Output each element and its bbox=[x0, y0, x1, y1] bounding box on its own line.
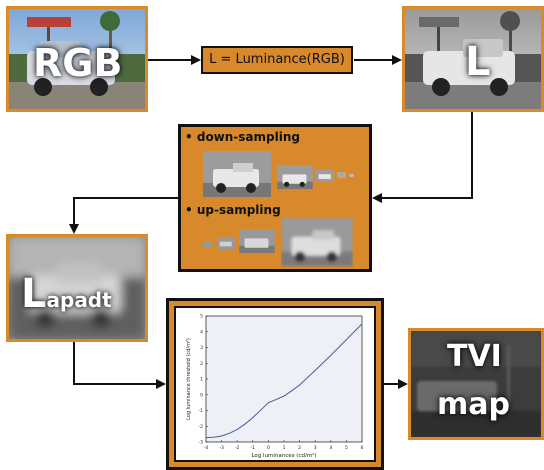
x-tick-label: 6 bbox=[361, 445, 364, 451]
y-tick-label: -3 bbox=[199, 440, 204, 446]
luminance-label: L bbox=[465, 39, 491, 85]
down-sample-level-1 bbox=[277, 165, 313, 189]
tvi-map-label-line1: TVI bbox=[447, 339, 502, 374]
x-tick-label: 3 bbox=[314, 445, 317, 451]
y-tick-label: 2 bbox=[200, 361, 203, 367]
x-tick-label: -3 bbox=[219, 445, 224, 451]
tvi-map-box: TVI map bbox=[408, 328, 544, 440]
y-tick-label: -1 bbox=[199, 408, 204, 414]
sampling-box: • down-sampling • up-sampling bbox=[178, 124, 372, 272]
up-sample-level-2 bbox=[239, 229, 275, 253]
luminance-image-box: L bbox=[402, 6, 544, 112]
down-sampling-label: • down-sampling bbox=[185, 130, 300, 144]
rgb-image-box: RGB bbox=[6, 6, 148, 112]
down-sample-level-0 bbox=[203, 151, 271, 197]
x-axis-label: Log luminances (cd/m²) bbox=[251, 452, 316, 459]
rgb-label: RGB bbox=[33, 41, 123, 85]
y-tick-label: 4 bbox=[200, 329, 203, 335]
luminance-formula-box: L = Luminance(RGB) bbox=[201, 46, 353, 74]
luminance-photo bbox=[405, 9, 541, 109]
y-tick-label: 5 bbox=[200, 314, 203, 320]
y-tick-label: -2 bbox=[199, 424, 204, 430]
plot-area bbox=[205, 315, 363, 443]
y-axis-label: Log luminance threshold (cd/m²) bbox=[186, 338, 192, 420]
adapted-luminance-main: L bbox=[21, 271, 47, 317]
tvi-curve bbox=[205, 323, 363, 439]
down-sample-level-2 bbox=[316, 169, 334, 182]
down-sample-level-3 bbox=[337, 172, 346, 178]
x-tick-label: 5 bbox=[345, 445, 348, 451]
adapted-luminance-box: Lapadt bbox=[6, 234, 148, 342]
x-tick-label: -1 bbox=[251, 445, 256, 451]
arrow-adapted-to-chart bbox=[73, 342, 166, 389]
adapted-luminance-subscript: apadt bbox=[46, 288, 112, 312]
rgb-photo bbox=[9, 9, 145, 109]
luminance-formula-label: L = Luminance(RGB) bbox=[209, 52, 345, 67]
x-tick-label: 1 bbox=[283, 445, 286, 451]
up-sampling-label: • up-sampling bbox=[185, 203, 281, 217]
up-sample-level-0 bbox=[203, 241, 213, 247]
x-tick-label: 2 bbox=[298, 445, 301, 451]
x-tick-label: 4 bbox=[329, 445, 332, 451]
y-tick-label: 0 bbox=[200, 392, 203, 398]
x-tick-label: -4 bbox=[204, 445, 209, 451]
adapted-luminance-photo bbox=[9, 237, 145, 339]
y-tick-label: 1 bbox=[200, 377, 203, 383]
y-tick-label: 3 bbox=[200, 345, 203, 351]
tvi-map-label-line2: map bbox=[437, 387, 510, 422]
arrow-sampling-to-adapted bbox=[69, 197, 178, 234]
tvi-map-photo bbox=[411, 331, 541, 437]
down-sample-level-4 bbox=[349, 174, 354, 177]
x-tick-label: -2 bbox=[235, 445, 240, 451]
arrow-luminance-to-sampling bbox=[372, 112, 473, 203]
x-tick-label: 0 bbox=[267, 445, 270, 451]
up-sample-level-1 bbox=[217, 237, 235, 249]
up-sample-level-3 bbox=[281, 217, 353, 267]
adapted-luminance-label: Lapadt bbox=[21, 271, 112, 317]
